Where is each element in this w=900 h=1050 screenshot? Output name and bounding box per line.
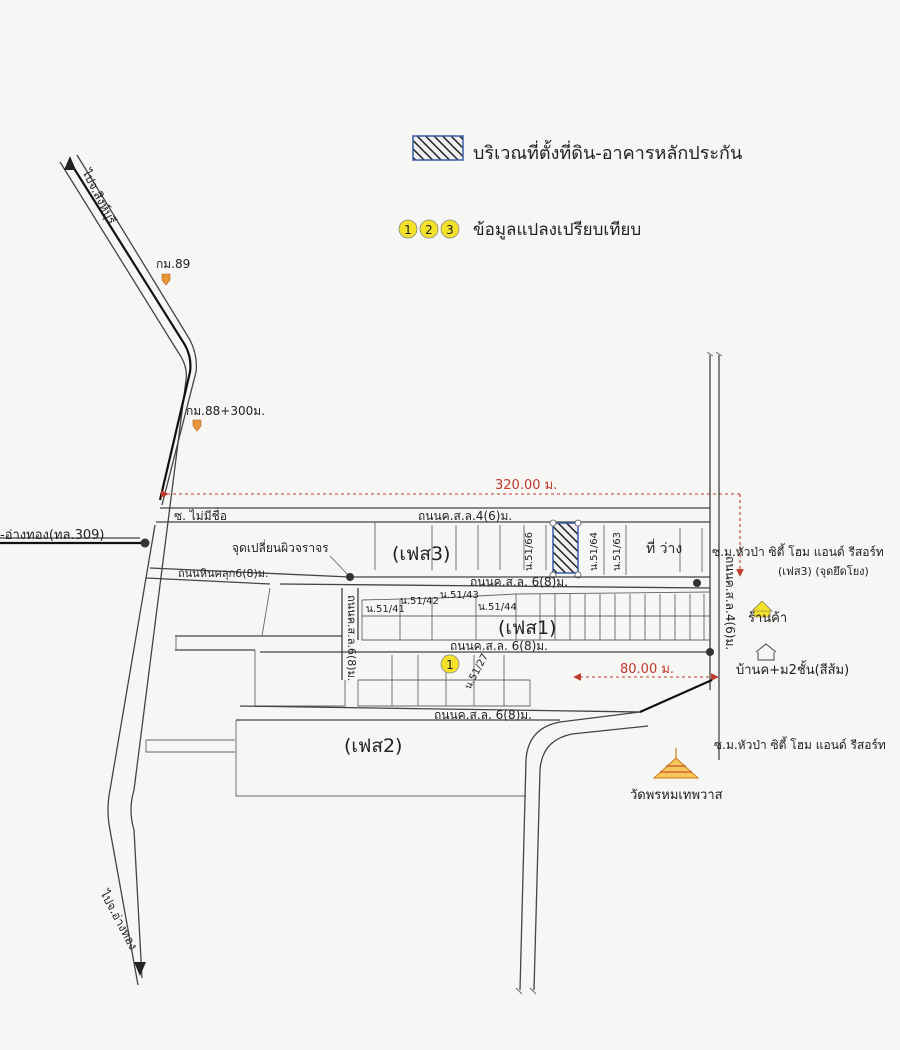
junction-dot	[140, 538, 150, 548]
km-88-label: กม.88+300ม.	[186, 404, 265, 418]
village-top-label: ซ.ม.หัวป่า ซิตี้ โฮม แอนด์ รีสอร์ท	[712, 543, 884, 559]
middle-road-label: ถนนค.ส.ล. 6(8)ม.	[470, 575, 568, 589]
inner-vertical-road	[341, 588, 359, 680]
phase3-block	[374, 522, 703, 575]
parcel-51-66-label: น.51/66	[524, 532, 535, 571]
phase2-label: (เฟส2)	[344, 735, 402, 757]
km-89-label: กม.89	[156, 257, 190, 271]
road-junction-dot	[693, 579, 701, 587]
bottom-vertical-road	[515, 711, 649, 995]
distance-80-label: 80.00 ม.	[620, 662, 674, 677]
shop-label: ร้านค้า	[748, 611, 787, 626]
parcel-51-42-label: น.51/42	[400, 596, 439, 607]
lower-street	[175, 635, 710, 653]
surface-change-pointer	[329, 555, 351, 578]
top-road-label: ถนนค.ส.ล.4(6)ม.	[418, 509, 512, 523]
shop-landmark: ร้านค้า	[748, 600, 787, 626]
compare-legend-number: 1	[404, 223, 412, 237]
collateral-legend-swatch	[412, 135, 464, 161]
compare-parcel-1-number: 1	[446, 658, 454, 672]
phase1-label: (เฟส1)	[498, 617, 556, 639]
temple-icon	[652, 757, 700, 779]
main-highway	[0, 154, 198, 986]
distance-320: 320.00 ม.	[161, 478, 744, 577]
km-88-marker: กม.88+300ม.	[186, 404, 265, 432]
bottom-road-label: ถนนค.ส.ล. 6(8)ม.	[434, 708, 532, 722]
vacant-lot-label: ที่ ว่าง	[646, 539, 682, 557]
distance-320-label: 320.00 ม.	[495, 478, 557, 493]
parcel-51-64-label: น.51/64	[589, 532, 600, 571]
collateral-legend-label: บริเวณที่ตั้งที่ดิน-อาคารหลักประกัน	[473, 140, 742, 164]
house-landmark: บ้านค+ม2ชั้น(สีส้ม)	[736, 643, 849, 678]
village-bottom-label: ซ.ม.หัวป่า ซิตี้ โฮม แอนด์ รีสอร์ท	[714, 736, 886, 752]
soi-no-name-label: ซ. ไม่มีชื่อ	[174, 507, 227, 523]
lower-road-label: ถนนค.ส.ล. 6(8)ม.	[450, 639, 548, 653]
km-marker-icon	[161, 273, 171, 286]
compare-legend-circles: 1 2 3	[398, 219, 460, 239]
left-side-blocks	[145, 587, 346, 753]
shop-icon	[751, 600, 773, 618]
north-arrow-icon	[64, 156, 76, 170]
temple-landmark: วัดพรหมเทพวาส	[630, 748, 723, 803]
compare-block	[357, 655, 531, 707]
laterite-road-label: ถนนหินคลุก6(8)ม.	[178, 567, 269, 580]
highway-north-label: ไปจ.สิงห์บุรี	[78, 166, 119, 227]
house-label: บ้านค+ม2ชั้น(สีส้ม)	[736, 660, 849, 678]
compare-legend-label: ข้อมูลแปลงเปรียบเทียบ	[473, 220, 641, 240]
village-top-note: (เฟส3) (จุดยึดโยง)	[778, 564, 869, 578]
surface-change-dot	[346, 573, 354, 581]
km-89-marker: กม.89	[156, 257, 190, 286]
map-legend: บริเวณที่ตั้งที่ดิน-อาคารหลักประกัน 1 2 …	[398, 135, 742, 240]
house-icon	[755, 643, 777, 661]
phase1-block	[361, 591, 711, 641]
top-street	[156, 507, 710, 523]
compare-parcel-1-marker[interactable]	[440, 654, 460, 674]
parcel-51-27-label: น.51/27	[463, 652, 491, 691]
south-arrow-icon	[134, 962, 146, 976]
road-junction-dot	[706, 648, 714, 656]
inner-road-label: ถนนค.ส.ล.6(8)ม.	[345, 595, 358, 681]
temple-roof-line	[660, 765, 692, 773]
distance-80: 80.00 ม.	[573, 662, 719, 681]
highway-south-label: ไปจ.อ่างทอง	[97, 887, 140, 952]
phase2-block	[235, 720, 526, 797]
parcel-51-43-label: น.51/43	[440, 590, 479, 601]
right-road-label: ถนนค.ส.ล.4(6)ม.	[723, 556, 737, 650]
parcel-51-44-label: น.51/44	[478, 602, 517, 613]
compare-legend-number: 3	[446, 223, 454, 237]
parcel-51-63-label: น.51/63	[612, 532, 623, 571]
village-top-landmark: ซ.ม.หัวป่า ซิตี้ โฮม แอนด์ รีสอร์ท (เฟส3…	[712, 543, 884, 578]
surface-change-label: จุดเปลี่ยนผิวจราจร	[232, 539, 329, 556]
phase3-label: (เฟส3)	[392, 543, 450, 565]
parcel-51-41-label: น.51/41	[366, 604, 405, 615]
left-road-label: -อ่างทอง(ทล.309)	[0, 528, 105, 543]
compare-legend-number: 2	[425, 223, 433, 237]
km-marker-icon	[192, 419, 202, 432]
collateral-parcel[interactable]	[552, 522, 579, 574]
temple-label: วัดพรหมเทพวาส	[630, 788, 723, 803]
